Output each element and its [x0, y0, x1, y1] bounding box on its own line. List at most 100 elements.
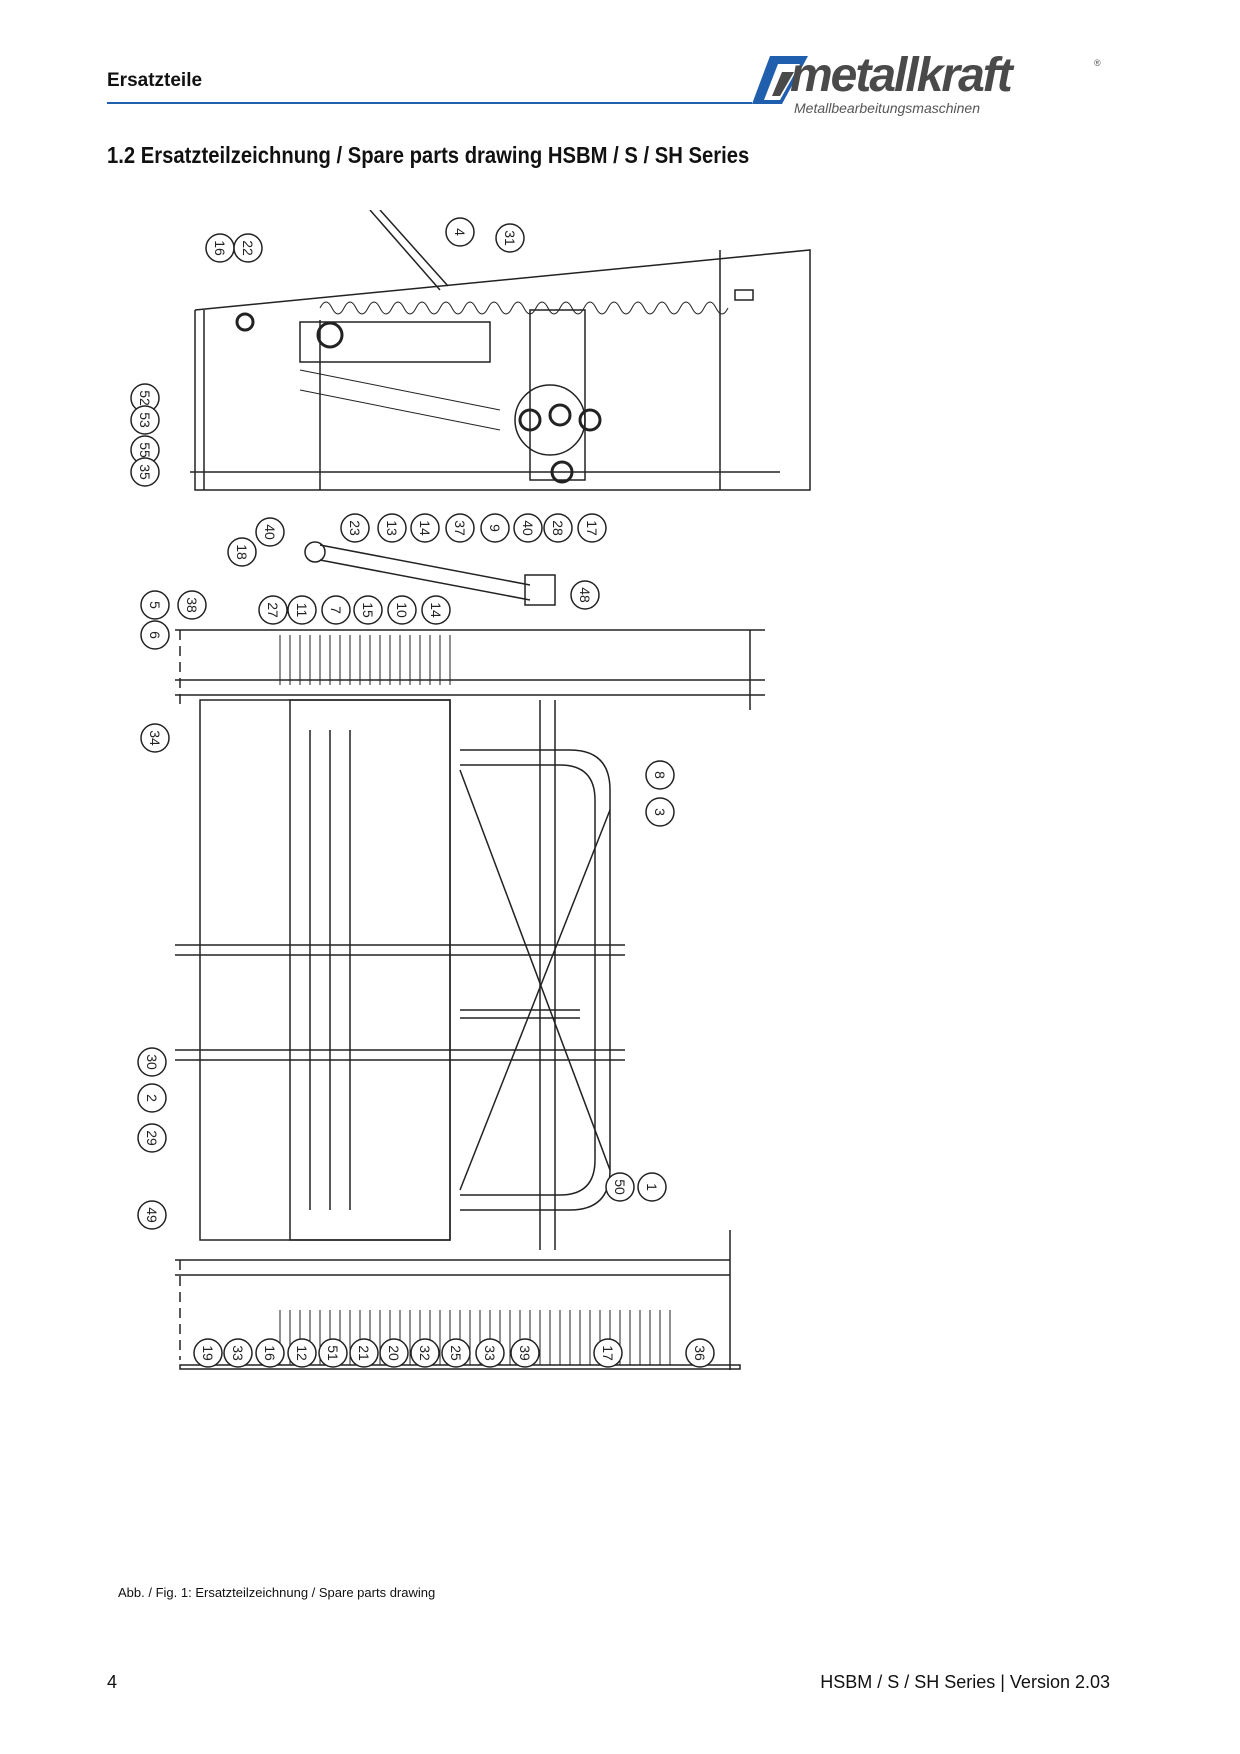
part-number-text: 1 — [644, 1183, 660, 1191]
part-number-text: 39 — [517, 1345, 533, 1361]
part-number-balloon: 4 — [445, 217, 475, 247]
part-number-balloon: 15 — [353, 595, 383, 625]
part-number-text: 3 — [652, 808, 668, 816]
part-number-balloon: 35 — [130, 457, 160, 487]
logo-mark-icon — [752, 56, 808, 104]
part-number-balloon: 31 — [495, 223, 525, 253]
part-number-text: 4 — [452, 228, 468, 236]
part-number-text: 36 — [692, 1345, 708, 1361]
part-number-balloon: 55 — [130, 435, 160, 465]
part-number-text: 2 — [144, 1094, 160, 1102]
part-number-text: 17 — [584, 520, 600, 536]
part-number-text: 52 — [137, 390, 153, 406]
part-number-balloon: 38 — [177, 590, 207, 620]
part-number-text: 38 — [184, 597, 200, 613]
part-number-balloon: 25 — [441, 1338, 471, 1368]
part-number-balloon: 10 — [387, 595, 417, 625]
part-number-text: 55 — [137, 442, 153, 458]
part-number-text: 8 — [652, 771, 668, 779]
part-number-text: 33 — [230, 1345, 246, 1361]
part-number-text: 29 — [144, 1130, 160, 1146]
figure-caption: Abb. / Fig. 1: Ersatzteilzeichnung / Spa… — [118, 1585, 436, 1600]
part-number-balloon: 27 — [258, 595, 288, 625]
part-number-balloon: 39 — [510, 1338, 540, 1368]
part-number-balloon: 18 — [227, 537, 257, 567]
part-number-balloon: 49 — [137, 1200, 167, 1230]
part-number-text: 11 — [294, 603, 310, 618]
part-number-text: 17 — [600, 1345, 616, 1361]
section-title: 1.2 Ersatzteilzeichnung / Spare parts dr… — [107, 142, 750, 168]
logo-brand-text: metallkraft — [790, 49, 1013, 102]
part-number-balloon: 30 — [137, 1047, 167, 1077]
part-number-text: 16 — [262, 1345, 278, 1361]
part-number-text: 49 — [144, 1207, 160, 1223]
part-number-balloon: 40 — [513, 513, 543, 543]
part-number-text: 10 — [394, 602, 410, 618]
part-number-balloon: 2 — [137, 1083, 167, 1113]
part-number-balloon: 33 — [223, 1338, 253, 1368]
part-number-balloon: 28 — [543, 513, 573, 543]
footer-document-version: HSBM / S / SH Series | Version 2.03 — [820, 1672, 1110, 1692]
part-number-text: 14 — [428, 602, 444, 618]
part-number-text: 32 — [417, 1345, 433, 1361]
part-number-text: 48 — [577, 587, 593, 603]
part-number-text: 22 — [240, 240, 256, 256]
part-number-text: 37 — [452, 520, 468, 536]
part-number-balloon: 19 — [193, 1338, 223, 1368]
part-number-balloon: 3 — [645, 797, 675, 827]
header-title: Ersatzteile — [107, 70, 203, 91]
part-number-balloon: 9 — [480, 513, 510, 543]
part-number-text: 18 — [234, 544, 250, 560]
part-number-text: 27 — [265, 602, 281, 618]
part-number-balloon: 8 — [645, 760, 675, 790]
part-number-balloon: 14 — [421, 595, 451, 625]
part-number-text: 53 — [137, 412, 153, 428]
part-number-text: 19 — [200, 1345, 216, 1361]
part-number-text: 14 — [417, 520, 433, 536]
header-rule — [107, 102, 752, 104]
part-number-balloon: 5 — [140, 590, 170, 620]
part-number-text: 23 — [347, 520, 363, 536]
part-number-balloon: 17 — [577, 513, 607, 543]
part-number-balloon: 32 — [410, 1338, 440, 1368]
part-number-text: 40 — [262, 524, 278, 540]
part-number-balloon: 12 — [287, 1338, 317, 1368]
part-number-balloon: 17 — [593, 1338, 623, 1368]
part-number-balloon: 51 — [318, 1338, 348, 1368]
part-number-balloon: 40 — [255, 517, 285, 547]
part-number-balloon: 36 — [685, 1338, 715, 1368]
part-number-balloon: 13 — [377, 513, 407, 543]
part-number-text: 6 — [147, 631, 163, 639]
part-number-text: 15 — [360, 602, 376, 618]
part-number-balloon: 1 — [637, 1172, 667, 1202]
part-number-balloon: 50 — [605, 1172, 635, 1202]
part-number-text: 21 — [356, 1345, 372, 1361]
part-number-text: 16 — [212, 240, 228, 256]
part-number-text: 20 — [386, 1345, 402, 1361]
part-number-balloon: 52 — [130, 383, 160, 413]
part-number-text: 9 — [487, 524, 503, 532]
part-number-text: 33 — [482, 1345, 498, 1361]
part-number-text: 12 — [294, 1345, 310, 1361]
part-number-balloon: 6 — [140, 620, 170, 650]
part-number-balloon: 53 — [130, 405, 160, 435]
logo-tagline: Metallbearbeitungsmaschinen — [794, 100, 980, 116]
part-number-balloon: 34 — [140, 723, 170, 753]
part-number-text: 5 — [147, 601, 163, 609]
metallkraft-logo: metallkraft ® Metallbearbeitungsmaschine… — [752, 49, 1114, 120]
part-number-balloon: 37 — [445, 513, 475, 543]
part-number-balloon: 20 — [379, 1338, 409, 1368]
logo-registered-mark: ® — [1094, 58, 1101, 68]
part-number-balloon: 33 — [475, 1338, 505, 1368]
part-number-text: 28 — [550, 520, 566, 536]
part-number-text: 50 — [612, 1179, 628, 1195]
part-number-text: 40 — [520, 520, 536, 536]
part-number-text: 34 — [147, 730, 163, 746]
part-number-balloon: 7 — [321, 595, 351, 625]
part-number-text: 31 — [502, 230, 518, 246]
part-number-text: 25 — [448, 1345, 464, 1361]
part-number-text: 51 — [325, 1345, 341, 1361]
part-number-text: 35 — [137, 464, 153, 480]
